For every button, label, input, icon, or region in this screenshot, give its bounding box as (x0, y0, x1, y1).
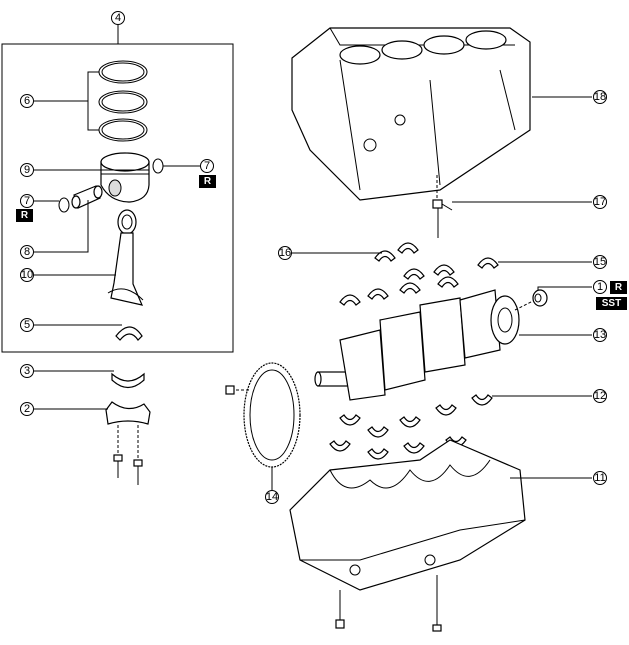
snap-ring-left (58, 197, 70, 213)
svg-text:10: 10 (21, 269, 33, 281)
cylinder-block (291, 27, 531, 201)
callout-14: 14 (265, 490, 279, 504)
svg-text:6: 6 (24, 95, 30, 107)
svg-text:SST: SST (602, 298, 621, 309)
svg-text:14: 14 (266, 491, 278, 503)
svg-text:9: 9 (24, 164, 30, 176)
sst-badge: SST (596, 297, 627, 310)
svg-text:5: 5 (24, 319, 30, 331)
pilot-bearing (532, 289, 548, 307)
connecting-rod (107, 209, 144, 306)
svg-text:8: 8 (24, 246, 30, 258)
svg-text:3: 3 (24, 365, 30, 377)
replace-badge: R (16, 209, 33, 222)
svg-text:12: 12 (594, 390, 606, 402)
crankshaft (314, 289, 520, 401)
piston-rings (98, 60, 148, 142)
reluctor-ring (243, 362, 301, 468)
callout-17: 17 (593, 195, 607, 209)
callout-16: 16 (278, 246, 292, 260)
main-bearings-lower (329, 394, 493, 460)
callout-8: 8 (20, 245, 34, 259)
callout-18: 18 (593, 90, 607, 104)
lower-block (289, 439, 526, 591)
callout-3: 3 (20, 364, 34, 378)
svg-text:15: 15 (594, 256, 606, 268)
callout-11: 11 (593, 471, 607, 485)
svg-text:R: R (615, 282, 623, 293)
svg-text:11: 11 (594, 472, 605, 484)
callout-7-right: 7 (200, 159, 214, 173)
svg-text:18: 18 (594, 91, 606, 103)
callout-5: 5 (20, 318, 34, 332)
callout-9: 9 (20, 163, 34, 177)
main-bearings-upper (339, 242, 499, 306)
replace-badge: R (199, 175, 216, 188)
svg-text:13: 13 (594, 329, 606, 341)
callout-1: 1 (593, 280, 607, 294)
rod-bearing-lower (111, 372, 145, 389)
callout-6: 6 (20, 94, 34, 108)
replace-badge: R (610, 281, 627, 294)
callout-4: 4 (111, 11, 125, 25)
svg-text:4: 4 (115, 12, 121, 24)
callout-2: 2 (20, 402, 34, 416)
rod-cap (105, 401, 151, 485)
callout-13: 13 (593, 328, 607, 342)
svg-text:R: R (21, 210, 29, 221)
svg-text:17: 17 (594, 196, 606, 208)
piston (100, 152, 150, 203)
svg-text:7: 7 (24, 195, 30, 207)
snap-ring-right (152, 158, 164, 174)
callout-7-left: 7 (20, 194, 34, 208)
svg-text:1: 1 (597, 281, 603, 293)
callout-12: 12 (593, 389, 607, 403)
svg-text:16: 16 (279, 247, 291, 259)
svg-text:7: 7 (204, 160, 210, 172)
svg-text:R: R (204, 176, 212, 187)
piston-pin (71, 185, 103, 209)
oil-jet (432, 199, 453, 238)
callout-10: 10 (20, 268, 34, 282)
svg-text:2: 2 (24, 403, 30, 415)
ring-bolt (225, 385, 235, 395)
callout-15: 15 (593, 255, 607, 269)
rod-bearing-upper (115, 326, 143, 341)
